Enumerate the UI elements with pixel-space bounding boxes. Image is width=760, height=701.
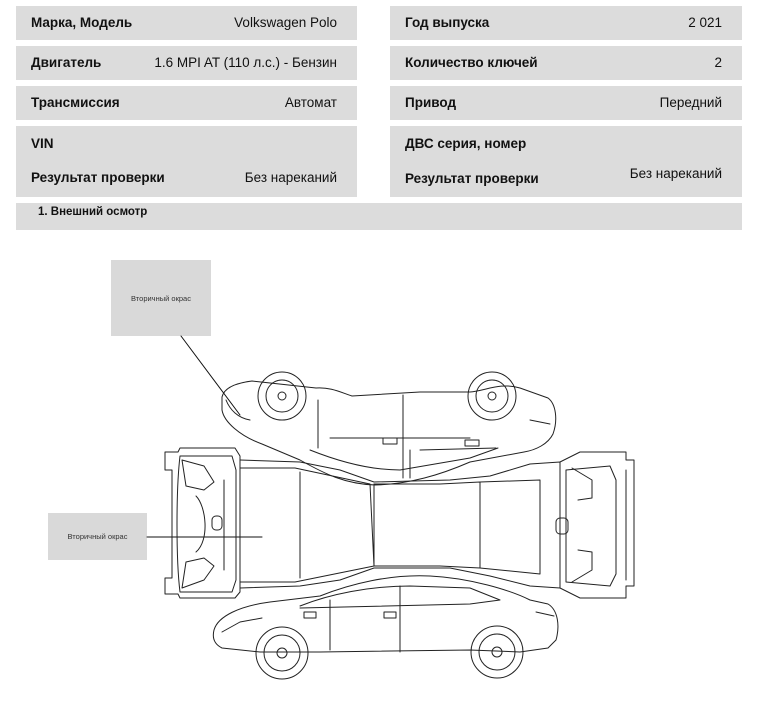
engine-value: 1.6 MPI AT (110 л.с.) - Бензин bbox=[154, 55, 337, 70]
check-result-label: Результат проверки bbox=[405, 171, 539, 186]
engine-serial-check-block: ДВС серия, номер Результат проверки Без … bbox=[390, 126, 742, 197]
engine-serial-label: ДВС серия, номер bbox=[405, 136, 527, 151]
check-result-value: Без нареканий bbox=[244, 170, 337, 185]
make-model-row: Марка, Модель Volkswagen Polo bbox=[16, 6, 357, 40]
vin-label: VIN bbox=[31, 136, 54, 151]
transmission-label: Трансмиссия bbox=[31, 95, 120, 110]
year-label: Год выпуска bbox=[405, 15, 490, 30]
drive-label: Привод bbox=[405, 95, 457, 110]
callout-top-text: Вторичный окрас bbox=[131, 293, 191, 303]
car-side-view-top bbox=[221, 371, 557, 486]
vin-check-block: VIN Результат проверки Без нареканий bbox=[16, 126, 357, 197]
transmission-value: Автомат bbox=[284, 95, 337, 110]
engine-label: Двигатель bbox=[31, 55, 102, 70]
drive-value: Передний bbox=[659, 95, 722, 110]
car-side-view-bottom bbox=[212, 575, 559, 680]
car-top-view bbox=[164, 447, 635, 599]
year-row: Год выпуска 2 021 bbox=[390, 6, 742, 40]
callout-left: Вторичный окрас bbox=[48, 513, 147, 560]
drive-row: Привод Передний bbox=[390, 86, 742, 120]
engine-row: Двигатель 1.6 MPI AT (110 л.с.) - Бензин bbox=[16, 46, 357, 80]
keys-label: Количество ключей bbox=[405, 55, 538, 70]
year-value: 2 021 bbox=[688, 15, 722, 30]
callout-left-text: Вторичный окрас bbox=[67, 532, 128, 541]
section-title: 1. Внешний осмотр bbox=[38, 206, 148, 218]
transmission-row: Трансмиссия Автомат bbox=[16, 86, 357, 120]
section-header: 1. Внешний осмотр bbox=[16, 203, 742, 230]
keys-value: 2 bbox=[714, 55, 722, 70]
make-model-value: Volkswagen Polo bbox=[234, 15, 337, 30]
check-result-value: Без нареканий bbox=[629, 166, 722, 181]
keys-row: Количество ключей 2 bbox=[390, 46, 742, 80]
make-model-label: Марка, Модель bbox=[31, 15, 133, 30]
callout-top-leader bbox=[180, 335, 241, 416]
callout-top: Вторичный окрас bbox=[111, 260, 211, 336]
check-result-label: Результат проверки bbox=[31, 170, 165, 185]
